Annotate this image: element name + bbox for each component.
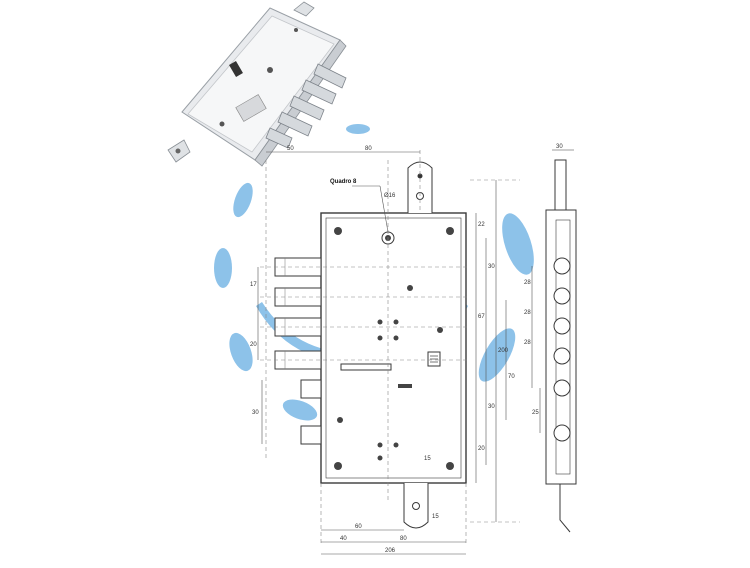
dim-rail-3: 28 [524,340,531,346]
dim-bottom-c: 80 [400,536,407,542]
callout-label: Quadro 8 [330,179,357,185]
dim-right-3: 67 [478,314,485,320]
dim-left-3: 30 [252,410,259,416]
hole-label: Ø16 [384,193,396,199]
dim-right-center: 200 [498,348,509,354]
dim-bottom-small: 15 [432,514,439,520]
dim-right-5: 20 [478,446,485,452]
dim-left-2: 20 [250,342,257,348]
lock-product-photo [167,1,347,167]
dim-bottom-a: 60 [355,524,362,530]
dim-left-1: 17 [250,282,257,288]
dim-rail-2: 28 [524,310,531,316]
dim-right-4: 30 [488,404,495,410]
dim-rail-1: 28 [524,280,531,286]
front-plate-side-view [531,149,577,533]
dim-rail-4: 25 [532,410,539,416]
dim-right-1: 22 [478,222,485,228]
lock-case-drawing [320,161,467,529]
dim-top-left: 50 [287,146,294,152]
dim-plate-tab: 15 [424,456,431,462]
dim-top-center: 80 [365,146,372,152]
dim-bottom-total: 206 [385,548,396,554]
dim-right-2: 30 [488,264,495,270]
dim-right-tall: 70 [508,374,515,380]
dim-top-right: 30 [556,144,563,150]
dim-bottom-b: 40 [340,536,347,542]
centerlines [260,150,520,545]
dimension-lines [257,151,507,555]
